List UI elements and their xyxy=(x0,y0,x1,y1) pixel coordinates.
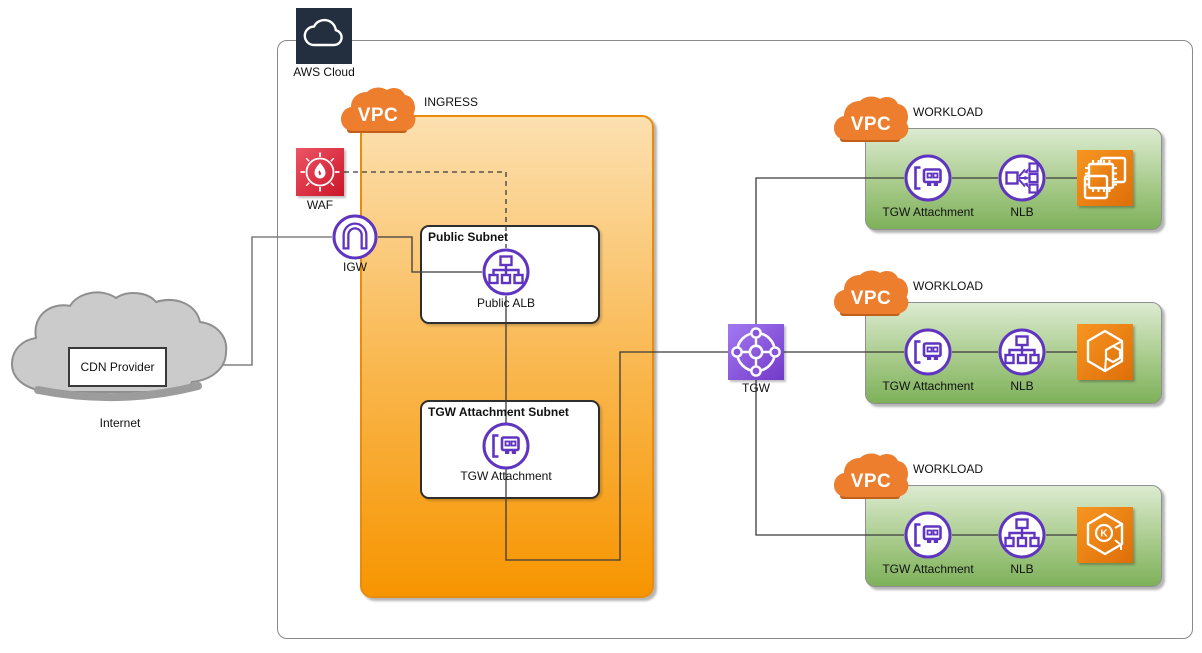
tgw-attachment-label-3: TGW Attachment xyxy=(882,562,974,576)
nlb-icon-workload-3 xyxy=(998,511,1046,559)
nlb-icon-workload-2 xyxy=(998,328,1046,376)
line-waf-to-alb-dashed xyxy=(344,171,507,248)
ecs-icon xyxy=(1077,324,1133,380)
tgw-attachment-icon-workload-2 xyxy=(904,328,952,376)
ingress-zone-label: INGRESS xyxy=(424,95,479,109)
tgw-glyph xyxy=(731,327,781,377)
public-subnet-title: Public Subnet xyxy=(428,230,509,244)
vpc-badge-text: VPC xyxy=(851,471,892,492)
alb-icon xyxy=(482,248,530,296)
tgw-subnet-title: TGW Attachment Subnet xyxy=(428,405,569,419)
ingress-vpc-container xyxy=(360,115,654,598)
workload-zone-label-2: WORKLOAD xyxy=(913,279,984,293)
vpc-cloud-icon-workload-1: VPC xyxy=(834,96,909,142)
tgw-attachment-icon-workload-3 xyxy=(904,511,952,559)
line-alb-to-tgw xyxy=(505,296,728,561)
vpc-cloud-icon-ingress: VPC xyxy=(341,87,416,133)
tgw-attachment-label-1: TGW Attachment xyxy=(882,205,974,219)
eks-k-letter: K xyxy=(1100,529,1108,540)
cloud-glyph xyxy=(303,18,343,47)
workload-zone-label-3: WORKLOAD xyxy=(913,462,984,476)
vpc-cloud-icon-workload-3: VPC xyxy=(834,453,909,499)
lines-workload-internal xyxy=(952,177,1077,536)
cdn-provider-label: CDN Provider xyxy=(80,360,155,374)
line-tgw-to-workload-1 xyxy=(755,177,904,324)
ec2-instances-icon xyxy=(1077,150,1133,206)
transit-gateway-icon xyxy=(728,324,784,380)
line-igw-to-alb xyxy=(378,236,482,273)
cdn-provider-box: CDN Provider xyxy=(68,347,167,387)
waf-glyph xyxy=(300,152,340,192)
internet-label: Internet xyxy=(99,416,141,430)
igw-label: IGW xyxy=(343,260,367,274)
eks-icon: K xyxy=(1077,507,1133,563)
eks-glyph: K xyxy=(1086,512,1124,556)
nlb-icon-workload-1 xyxy=(998,154,1046,202)
internet-gateway-icon xyxy=(332,214,378,260)
tgw-attachment-icon-ingress xyxy=(482,422,530,470)
line-tgw-to-workload-3 xyxy=(755,380,904,536)
waf-icon xyxy=(296,148,344,196)
vpc-cloud-icon-workload-2: VPC xyxy=(834,270,909,316)
waf-label: WAF xyxy=(306,198,334,212)
public-alb-label: Public ALB xyxy=(476,296,536,310)
ec2-instances-glyph xyxy=(1083,156,1127,200)
nlb-label-3: NLB xyxy=(1010,562,1034,576)
nlb-label-1: NLB xyxy=(1010,205,1034,219)
internet-cloud-icon xyxy=(11,291,228,402)
tgw-attachment-label-2: TGW Attachment xyxy=(882,379,974,393)
nlb-label-2: NLB xyxy=(1010,379,1034,393)
vpc-badge-text: VPC xyxy=(851,288,892,309)
tgw-attachment-icon-workload-1 xyxy=(904,154,952,202)
aws-cloud-label: AWS Cloud xyxy=(293,65,355,79)
vpc-badge-text: VPC xyxy=(851,114,892,135)
tgw-label: TGW xyxy=(742,381,770,395)
vpc-badge-text: VPC xyxy=(358,105,399,126)
workload-zone-label-1: WORKLOAD xyxy=(913,105,984,119)
aws-cloud-icon xyxy=(296,8,352,64)
ecs-glyph xyxy=(1086,329,1124,373)
tgw-attachment-subnet-label: TGW Attachment xyxy=(460,469,552,483)
